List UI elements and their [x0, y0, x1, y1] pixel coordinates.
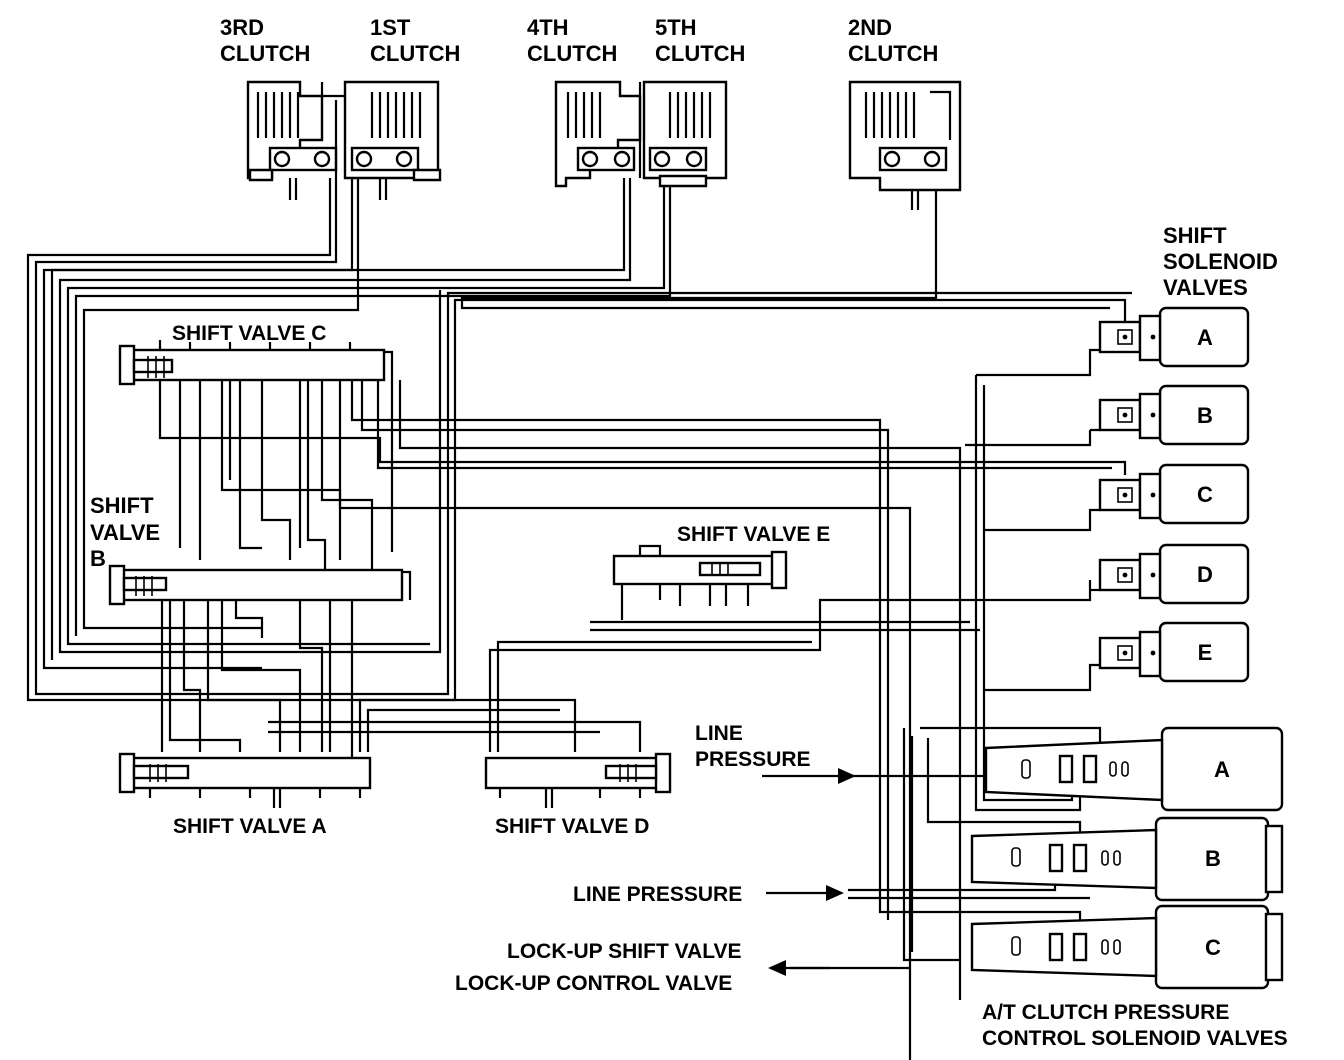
label-1st-clutch-line2: CLUTCH — [370, 41, 460, 66]
label-5th-clutch-line1: 5TH — [655, 15, 697, 40]
shift-solenoid-c — [1098, 463, 1250, 525]
shift-valve-a — [118, 752, 372, 808]
label-line-pressure-1-line2: PRESSURE — [695, 748, 811, 771]
label-lockup-control-valve: LOCK-UP CONTROL VALVE — [455, 972, 732, 995]
shift-solenoid-b — [1098, 384, 1250, 446]
label-shift-valve-d: SHIFT VALVE D — [495, 815, 649, 838]
shift-solenoid-e — [1098, 621, 1250, 683]
label-4th-clutch-line1: 4TH — [527, 15, 569, 40]
label-shift-solenoid-line1: SHIFT — [1163, 223, 1227, 248]
pressure-solenoid-c — [970, 904, 1284, 990]
line-pressure-arrow-1 — [762, 768, 856, 784]
shift-valve-c — [118, 340, 394, 386]
shift-solenoid-e-letter: E — [1198, 640, 1213, 665]
label-shift-valve-b-line2: VALVE — [90, 520, 160, 545]
label-shift-valve-c: SHIFT VALVE C — [172, 322, 326, 345]
shift-solenoid-d — [1098, 543, 1250, 605]
pressure-solenoid-b — [970, 816, 1284, 902]
shift-solenoid-d-letter: D — [1197, 562, 1213, 587]
label-1st-clutch-line1: 1ST — [370, 15, 411, 40]
label-2nd-clutch-line1: 2ND — [848, 15, 892, 40]
pressure-solenoid-a — [984, 726, 1284, 812]
shift-valve-b — [108, 564, 412, 606]
label-at-clutch-pressure-line2: CONTROL SOLENOID VALVES — [982, 1027, 1288, 1050]
shift-solenoid-a — [1098, 306, 1250, 368]
label-line-pressure-2: LINE PRESSURE — [573, 883, 742, 906]
hydraulic-lines — [26, 178, 1132, 1060]
label-3rd-clutch-line2: CLUTCH — [220, 41, 310, 66]
shift-solenoid-b-letter: B — [1197, 403, 1213, 428]
shift-valve-e — [612, 544, 788, 620]
label-shift-valve-b-line3: B — [90, 546, 106, 571]
label-shift-solenoid-line3: VALVES — [1163, 275, 1248, 300]
shift-solenoid-a-letter: A — [1197, 325, 1213, 350]
shift-solenoid-c-letter: C — [1197, 482, 1213, 507]
shift-valve-d — [484, 752, 672, 808]
label-4th-clutch-line2: CLUTCH — [527, 41, 617, 66]
label-line-pressure-1-line1: LINE — [695, 722, 743, 745]
clutch-3rd-1st-assembly — [246, 80, 442, 200]
lockup-arrow — [768, 960, 830, 976]
pressure-solenoid-a-letter: A — [1214, 757, 1230, 782]
label-at-clutch-pressure-line1: A/T CLUTCH PRESSURE — [982, 1001, 1229, 1024]
line-pressure-arrow-2 — [766, 885, 844, 901]
label-3rd-clutch-line1: 3RD — [220, 15, 264, 40]
label-shift-valve-a: SHIFT VALVE A — [173, 815, 327, 838]
pressure-solenoid-c-letter: C — [1205, 935, 1221, 960]
label-shift-valve-e: SHIFT VALVE E — [677, 523, 830, 546]
clutch-4th-5th-assembly — [554, 80, 728, 196]
label-5th-clutch-line2: CLUTCH — [655, 41, 745, 66]
label-shift-valve-b-line1: SHIFT — [90, 493, 154, 518]
clutch-2nd-assembly — [848, 80, 962, 210]
label-2nd-clutch-line2: CLUTCH — [848, 41, 938, 66]
pressure-solenoid-b-letter: B — [1205, 846, 1221, 871]
label-lockup-shift-valve: LOCK-UP SHIFT VALVE — [507, 940, 742, 963]
label-shift-solenoid-line2: SOLENOID — [1163, 249, 1278, 274]
